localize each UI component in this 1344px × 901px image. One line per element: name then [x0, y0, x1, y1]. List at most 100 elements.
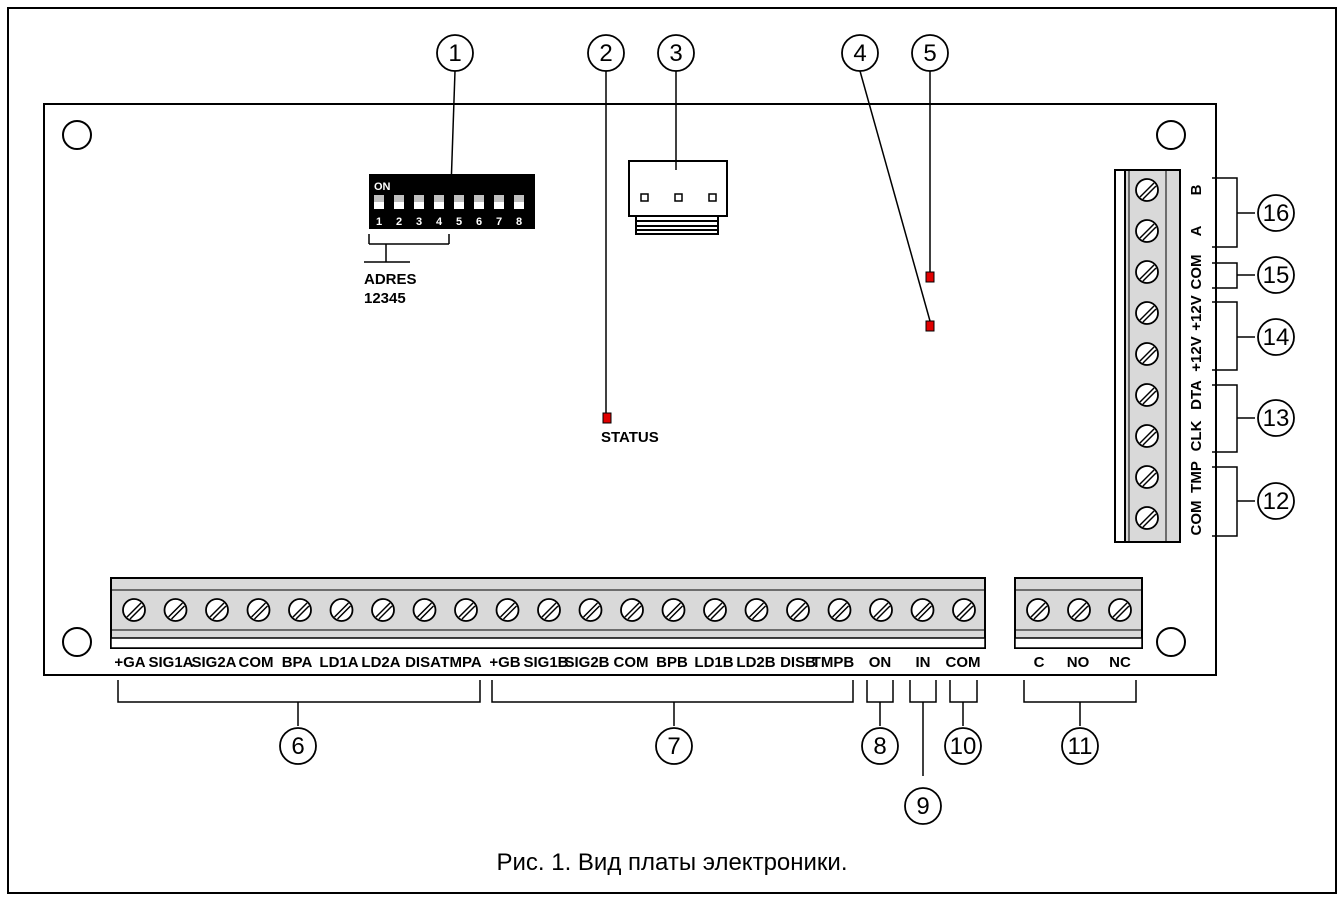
callout-12: 12	[1257, 482, 1295, 520]
status-led	[602, 412, 612, 424]
terminal-label: DISB	[780, 654, 816, 671]
terminal-label: BPA	[282, 654, 313, 671]
right-brackets	[1212, 177, 1255, 537]
callout-15: 15	[1257, 256, 1295, 294]
right-terminal-label: +12V	[1188, 295, 1205, 330]
terminal-screw	[620, 598, 644, 622]
terminal-screw	[537, 598, 561, 622]
figure-caption: Рис. 1. Вид платы электроники.	[496, 849, 847, 876]
right-terminal-label: A	[1188, 225, 1205, 236]
right-terminal-screw	[1135, 178, 1159, 202]
dip-key-number: 7	[496, 216, 502, 228]
address-label: ADRES	[364, 271, 417, 288]
terminal-screw	[703, 598, 727, 622]
led-4	[925, 320, 935, 332]
right-terminal-label: B	[1188, 184, 1205, 195]
dip-key-number: 2	[396, 216, 402, 228]
callout-16: 16	[1257, 194, 1295, 232]
callout-13: 13	[1257, 399, 1295, 437]
right-terminal-screw	[1135, 260, 1159, 284]
svg-text:9: 9	[916, 793, 929, 820]
terminal-label: SIG2A	[191, 654, 236, 671]
terminal-label: +GB	[489, 654, 520, 671]
dip-key-number: 4	[436, 216, 443, 228]
right-terminal-screw	[1135, 424, 1159, 448]
terminal-label: SIG1A	[148, 654, 193, 671]
right-terminal-label: COM	[1188, 255, 1205, 290]
terminal-screw	[952, 598, 976, 622]
terminal-screw	[329, 598, 354, 622]
right-terminal-screw	[1135, 301, 1159, 325]
right-terminal-screw	[1135, 465, 1159, 489]
terminal-screw	[661, 598, 686, 622]
svg-text:7: 7	[667, 733, 680, 760]
right-terminal-label: COM	[1188, 501, 1205, 536]
terminal-label: SIG2B	[564, 654, 609, 671]
svg-text:12: 12	[1263, 488, 1290, 515]
svg-text:8: 8	[873, 733, 886, 760]
callout-8: 8	[861, 727, 899, 765]
terminal-label: COM	[946, 654, 981, 671]
terminal-label: +GA	[114, 654, 145, 671]
svg-text:6: 6	[291, 733, 304, 760]
callout-2: 2	[587, 34, 625, 72]
callout-4: 4	[841, 34, 879, 72]
header-connector	[628, 160, 728, 235]
terminal-screw	[454, 598, 478, 622]
terminal-screw	[246, 598, 271, 622]
callout-7: 7	[655, 727, 693, 765]
svg-text:4: 4	[853, 40, 866, 67]
address-digits: 12345	[364, 290, 406, 307]
svg-text:13: 13	[1263, 405, 1290, 432]
relay-terminal-screw	[1026, 598, 1050, 622]
svg-text:14: 14	[1263, 324, 1290, 351]
mounting-hole-top-left	[62, 120, 92, 150]
terminal-label: DISA	[405, 654, 441, 671]
mounting-hole-bottom-left	[62, 627, 92, 657]
terminal-screw	[910, 598, 935, 622]
dip-key-number: 3	[416, 216, 422, 228]
svg-text:3: 3	[669, 40, 682, 67]
right-terminal-label: TMP	[1188, 461, 1205, 493]
svg-text:16: 16	[1263, 200, 1290, 227]
callout-14: 14	[1257, 318, 1295, 356]
led-5	[925, 271, 935, 283]
terminal-screw	[495, 598, 520, 622]
svg-text:15: 15	[1263, 262, 1290, 289]
relay-terminal-label: C	[1034, 654, 1045, 671]
right-terminal-screw	[1135, 383, 1159, 407]
terminal-label: ON	[869, 654, 892, 671]
svg-text:11: 11	[1068, 733, 1093, 760]
svg-text:1: 1	[448, 40, 461, 67]
terminal-label: TMPA	[440, 654, 482, 671]
terminal-screw	[412, 598, 437, 622]
relay-terminal-block	[1014, 577, 1143, 649]
right-terminal-block	[1114, 169, 1181, 543]
relay-terminal-label: NO	[1067, 654, 1090, 671]
terminal-label: SIG1B	[523, 654, 568, 671]
callout-6: 6	[279, 727, 317, 765]
terminal-screw	[205, 598, 229, 622]
dip-key-number: 6	[476, 216, 482, 228]
callout-1: 1	[436, 34, 474, 72]
callout-leaders	[450, 70, 931, 413]
status-label: STATUS	[601, 429, 659, 446]
terminal-label: LD1B	[694, 654, 733, 671]
dip-key-number: 1	[376, 216, 382, 228]
callout-9: 9	[904, 787, 942, 825]
terminal-label: BPB	[656, 654, 688, 671]
callout-10: 10	[944, 727, 982, 765]
terminal-label: COM	[614, 654, 649, 671]
terminal-screw	[122, 598, 146, 622]
relay-terminal-screw	[1108, 598, 1132, 622]
svg-text:5: 5	[923, 40, 936, 67]
terminal-label: LD2B	[736, 654, 775, 671]
callout-11: 11	[1061, 727, 1099, 765]
dip-key-number: 5	[456, 216, 462, 228]
right-terminal-label: DTA	[1188, 380, 1205, 410]
bottom-brackets	[117, 680, 1137, 776]
terminal-screw	[786, 598, 810, 622]
right-terminal-screw	[1135, 219, 1159, 243]
callout-3: 3	[657, 34, 695, 72]
right-terminal-label: +12V	[1188, 336, 1205, 371]
